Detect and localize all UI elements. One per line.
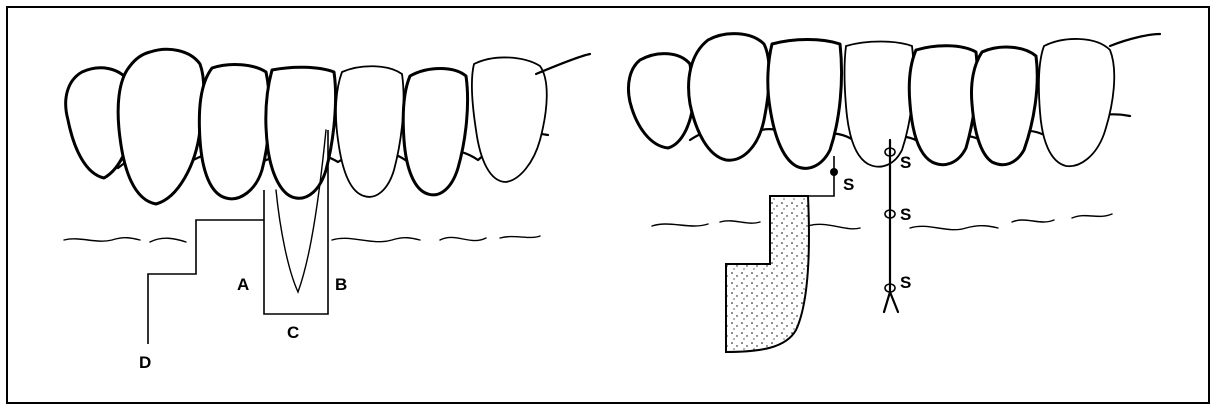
label-d: D xyxy=(139,353,151,372)
right-tooth-7 xyxy=(1039,39,1114,166)
right-tooth-3 xyxy=(768,40,842,169)
left-tooth-3 xyxy=(199,65,269,199)
right-stippled-graft xyxy=(726,196,809,352)
left-mucogingival-line xyxy=(64,236,540,242)
label-c: C xyxy=(287,323,299,342)
right-tooth-2 xyxy=(689,34,770,161)
right-tooth-6 xyxy=(971,47,1037,165)
left-tooth-6 xyxy=(403,69,467,195)
right-mucogingival-line xyxy=(652,214,1112,230)
label-s-4: S xyxy=(900,273,911,292)
label-s-1: S xyxy=(843,175,854,194)
left-gum-tail xyxy=(536,54,590,74)
right-gum-tail xyxy=(1110,34,1160,46)
left-tooth-7 xyxy=(472,57,547,182)
suture-knot-1 xyxy=(830,168,838,176)
left-tooth-2 xyxy=(118,49,204,204)
label-s-2: S xyxy=(900,153,911,172)
label-a: A xyxy=(237,275,249,294)
right-tooth-1 xyxy=(628,54,694,148)
left-tooth-5 xyxy=(336,66,404,197)
left-panel: A B C D xyxy=(64,49,590,372)
right-tooth-5 xyxy=(909,46,977,165)
label-b: B xyxy=(335,275,347,294)
right-panel: S S S S xyxy=(628,34,1160,352)
right-tooth-4 xyxy=(845,42,914,167)
label-s-3: S xyxy=(900,205,911,224)
